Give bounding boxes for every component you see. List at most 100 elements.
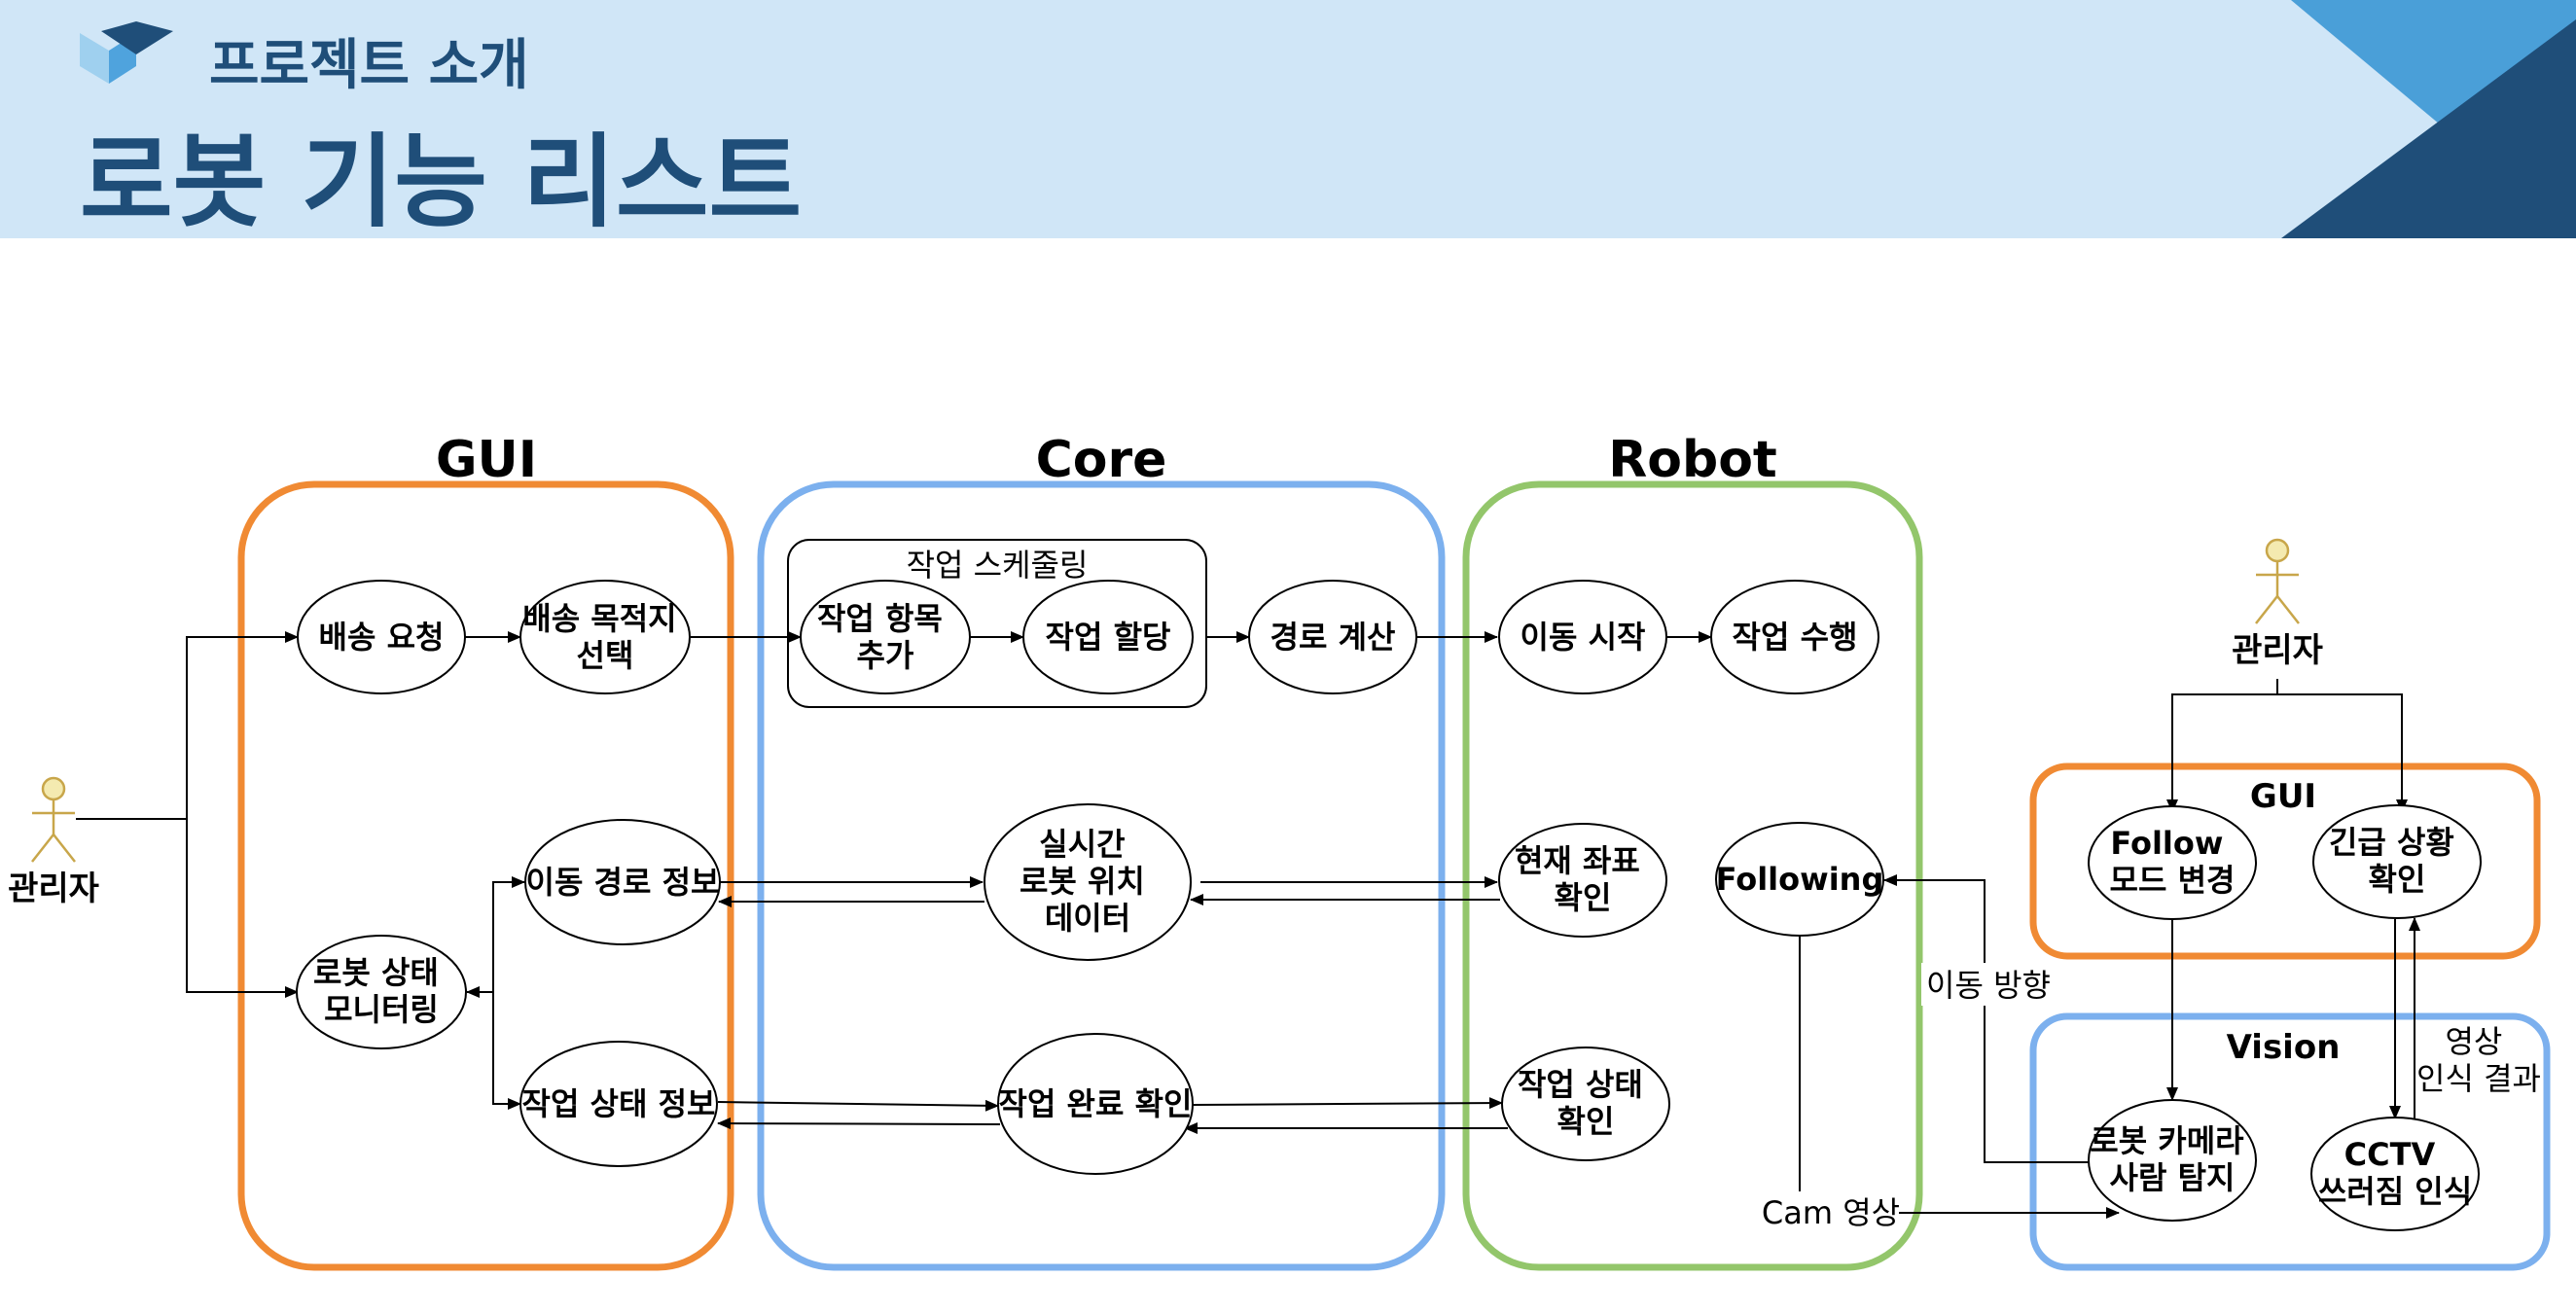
node-label: 배송 목적지 bbox=[522, 600, 676, 637]
node-label: 확인 bbox=[1555, 879, 1612, 916]
svg-text:CCTV 쓰러짐 인식: CCTV 쓰러짐 인식 bbox=[2318, 1136, 2472, 1210]
node-task-execute: 작업 수행 bbox=[1710, 580, 1879, 694]
svg-text:로봇 카메라 사람 탐지: 로봇 카메라 사람 탐지 bbox=[2090, 1122, 2254, 1196]
node-emergency: 긴급 상황 확인 bbox=[2312, 804, 2482, 919]
node-label: 작업 할당 bbox=[1046, 619, 1171, 656]
svg-text:경로 계산: 경로 계산 bbox=[1270, 619, 1396, 656]
node-cctv: CCTV 쓰러짐 인식 bbox=[2310, 1117, 2480, 1231]
edge-complete-to-taskcheck bbox=[1192, 1097, 1503, 1110]
header-banner: 프로젝트 소개 로봇 기능 리스트 bbox=[0, 0, 2576, 238]
svg-text:로봇 상태 모니터링: 로봇 상태 모니터링 bbox=[313, 954, 449, 1028]
gui-group-title: GUI bbox=[436, 431, 537, 489]
vision-group-frame bbox=[2029, 1012, 2551, 1271]
node-label: 사람 탐지 bbox=[2110, 1159, 2236, 1196]
node-route-calc: 경로 계산 bbox=[1248, 580, 1417, 694]
gui2-group-frame bbox=[2029, 763, 2541, 960]
core-group-title: Core bbox=[1036, 431, 1167, 489]
node-label: 로봇 위치 bbox=[1020, 863, 1145, 900]
node-label: 현재 좌표 bbox=[1515, 842, 1640, 879]
node-label: 로봇 상태 bbox=[313, 954, 439, 991]
svg-text:작업 수행: 작업 수행 bbox=[1733, 619, 1858, 656]
node-follow-mode: Follow 모드 변경 bbox=[2088, 805, 2257, 920]
node-label: 모니터링 bbox=[324, 991, 439, 1028]
node-label: 작업 상태 정보 bbox=[522, 1085, 716, 1122]
core-group-frame bbox=[757, 480, 1446, 1271]
node-label: Following bbox=[1716, 861, 1884, 898]
node-label: 이동 시작 bbox=[1521, 619, 1646, 656]
admin-actor-right-label: 관리자 bbox=[2232, 631, 2323, 670]
edge-admin-to-request bbox=[76, 631, 299, 820]
node-label: 긴급 상황 bbox=[2329, 824, 2454, 861]
gui2-group-title: GUI bbox=[2250, 777, 2316, 816]
svg-text:Following: Following bbox=[1716, 861, 1884, 898]
admin-actor-left-label: 관리자 bbox=[8, 869, 99, 908]
node-realtime-position: 실시간 로봇 위치 데이터 bbox=[984, 803, 1192, 961]
node-robot-camera: 로봇 카메라 사람 탐지 bbox=[2088, 1099, 2257, 1222]
vision-group-title: Vision bbox=[2227, 1028, 2341, 1067]
node-following: Following bbox=[1715, 822, 1884, 937]
svg-text:배송 요청: 배송 요청 bbox=[319, 619, 445, 656]
node-label: 확인 bbox=[1557, 1103, 1615, 1140]
node-label: 데이터 bbox=[1045, 900, 1130, 937]
node-task-complete: 작업 완료 확인 bbox=[997, 1033, 1194, 1175]
edge-label-video-result-line: 영상 bbox=[2445, 1023, 2502, 1060]
admin-actor-left bbox=[31, 776, 76, 863]
node-robot-status: 로봇 상태 모니터링 bbox=[296, 935, 467, 1049]
svg-text:배송 목적지 선택: 배송 목적지 선택 bbox=[522, 600, 687, 674]
node-label: Follow bbox=[2110, 825, 2223, 862]
scheduling-label: 작업 스케줄링 bbox=[907, 547, 1089, 584]
node-destination-select: 배송 목적지 선택 bbox=[519, 580, 691, 694]
node-label: 작업 완료 확인 bbox=[999, 1085, 1193, 1122]
node-label: 추가 bbox=[857, 637, 914, 674]
svg-text:작업 상태 정보: 작업 상태 정보 bbox=[522, 1085, 716, 1122]
node-label: 실시간 bbox=[1039, 826, 1125, 863]
robot-group-title: Robot bbox=[1608, 431, 1777, 489]
node-task-assign: 작업 할당 bbox=[1022, 580, 1194, 694]
edge-label-video-result: 영상 인식 결과 bbox=[2416, 1023, 2541, 1097]
node-move-start: 이동 시작 bbox=[1498, 580, 1667, 694]
node-delivery-request: 배송 요청 bbox=[297, 580, 466, 694]
edge-label-video-result-line: 인식 결과 bbox=[2416, 1060, 2541, 1097]
svg-text:현재 좌표 확인: 현재 좌표 확인 bbox=[1515, 842, 1651, 916]
scheduling-box bbox=[787, 539, 1207, 708]
svg-text:작업 상태 확인: 작업 상태 확인 bbox=[1518, 1066, 1654, 1140]
node-label: 작업 항목 bbox=[817, 600, 943, 637]
edge-admin-to-emergency bbox=[2277, 693, 2408, 813]
robot-group-frame bbox=[1462, 480, 1923, 1271]
node-label: 선택 bbox=[577, 637, 634, 674]
svg-text:이동 경로 정보: 이동 경로 정보 bbox=[526, 864, 720, 901]
node-label: CCTV bbox=[2344, 1136, 2436, 1173]
edge-admin-to-status bbox=[186, 819, 299, 998]
node-route-info: 이동 경로 정보 bbox=[524, 819, 721, 945]
edge-label-move-direction: 이동 방향 bbox=[1926, 967, 2051, 1004]
edge-label-cam-video: Cam 영상 bbox=[1762, 1194, 1900, 1231]
node-label: 확인 bbox=[2369, 861, 2426, 898]
node-label: 이동 경로 정보 bbox=[526, 864, 720, 901]
page-title: 로봇 기능 리스트 bbox=[80, 123, 803, 238]
node-task-add: 작업 항목 추가 bbox=[800, 580, 971, 694]
svg-text:작업 항목 추가: 작업 항목 추가 bbox=[817, 600, 953, 674]
corner-decoration bbox=[2281, 0, 2576, 238]
svg-text:이동 시작: 이동 시작 bbox=[1521, 619, 1646, 656]
node-label: 경로 계산 bbox=[1270, 619, 1396, 656]
node-label: 쓰러짐 인식 bbox=[2318, 1173, 2472, 1210]
svg-text:작업 완료 확인: 작업 완료 확인 bbox=[999, 1085, 1193, 1122]
svg-text:실시간 로봇 위치 데이터: 실시간 로봇 위치 데이터 bbox=[1020, 826, 1156, 937]
svg-text:긴급 상황 확인: 긴급 상황 확인 bbox=[2329, 824, 2465, 898]
svg-text:작업 할당: 작업 할당 bbox=[1046, 619, 1171, 656]
logo-icon bbox=[80, 21, 173, 84]
node-label: 로봇 카메라 bbox=[2090, 1122, 2244, 1159]
gui-group-frame bbox=[237, 480, 734, 1271]
node-current-coord: 현재 좌표 확인 bbox=[1498, 823, 1667, 938]
edge-complete-to-statusinfo bbox=[717, 1118, 1001, 1130]
edge-monitor-to-statusinfo bbox=[492, 992, 521, 1110]
node-label: 모드 변경 bbox=[2110, 862, 2236, 899]
admin-actor-right bbox=[2255, 538, 2300, 624]
edge-camera-to-following bbox=[1883, 874, 2092, 1163]
node-label: 작업 수행 bbox=[1733, 619, 1858, 656]
node-task-state-check: 작업 상태 확인 bbox=[1501, 1047, 1670, 1161]
edge-statusinfo-to-complete bbox=[717, 1099, 999, 1112]
node-label: 작업 상태 bbox=[1518, 1066, 1643, 1103]
section-label: 프로젝트 소개 bbox=[209, 34, 529, 97]
